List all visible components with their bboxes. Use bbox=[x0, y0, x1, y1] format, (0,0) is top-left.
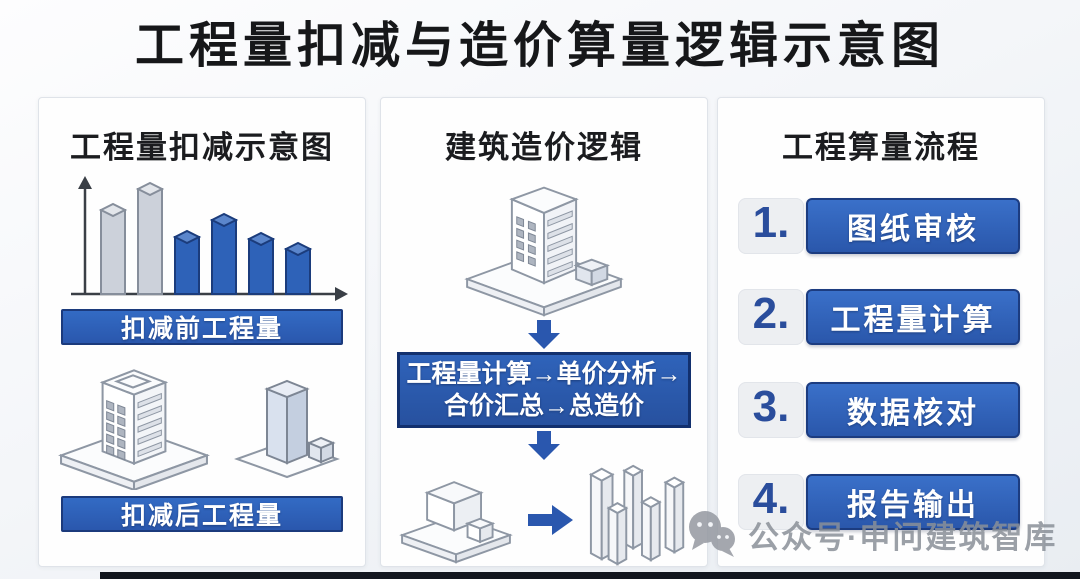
panel-calculation-process: 工程算量流程 1. 图纸审核 2. 工程量计算 3. 数据核对 4. 报告输出 bbox=[717, 97, 1045, 567]
panel-calculation-process-title: 工程算量流程 bbox=[782, 130, 980, 165]
y-axis-arrow-icon bbox=[78, 176, 92, 189]
before-deduction-banner: 扣减前工程量 bbox=[61, 309, 343, 345]
page-title: 工程量扣减与造价算量逻辑示意图 bbox=[134, 19, 945, 73]
tower-building-icon bbox=[233, 379, 340, 479]
step-button-3: 数据核对 bbox=[806, 382, 1020, 438]
arrow-right-icon bbox=[528, 504, 574, 541]
cost-flow-box: 工程量计算→单价分析→ 合价汇总→总造价 bbox=[397, 352, 691, 428]
chart-bars bbox=[98, 181, 313, 295]
step-number: 1. bbox=[752, 198, 790, 247]
step-number-chip: 3. bbox=[738, 382, 804, 438]
process-step-2: 2. 工程量计算 bbox=[718, 289, 1044, 345]
step-number-chip: 2. bbox=[738, 289, 804, 345]
watermark: 公众号·申问建筑智库 bbox=[684, 506, 1057, 562]
buildings-illustration-row bbox=[49, 354, 355, 490]
wechat-icon bbox=[689, 511, 735, 557]
transform-illustration-row bbox=[395, 462, 697, 566]
x-axis-arrow-icon bbox=[335, 287, 348, 301]
cost-building-illustration bbox=[381, 174, 707, 325]
watermark-text: 公众号·申问建筑智库 bbox=[748, 519, 1058, 555]
building-with-windows-icon bbox=[464, 186, 624, 317]
process-step-3: 3. 数据核对 bbox=[718, 382, 1044, 438]
step-number: 3. bbox=[752, 382, 790, 431]
pillar-cluster-icon bbox=[588, 464, 686, 566]
process-step-4: 4. 报告输出 bbox=[718, 474, 1044, 530]
building-with-windows-icon bbox=[57, 369, 210, 490]
step-button-4: 报告输出 bbox=[806, 474, 1020, 530]
bottom-dark-strip bbox=[100, 572, 1080, 579]
arrow-down-icon bbox=[526, 431, 562, 466]
step-number-chip: 4. bbox=[738, 474, 804, 530]
after-deduction-banner: 扣减后工程量 bbox=[61, 496, 343, 532]
step-button-2: 工程量计算 bbox=[806, 289, 1020, 345]
cost-flow-line1: 工程量计算→单价分析→ bbox=[406, 359, 682, 388]
arrow-down-icon bbox=[526, 320, 562, 355]
step-number-chip: 1. bbox=[738, 198, 804, 254]
step-button-1: 图纸审核 bbox=[806, 198, 1020, 254]
block-buildings-icon bbox=[399, 481, 513, 564]
panel-cost-logic: 建筑造价逻辑 bbox=[380, 97, 708, 567]
panel-cost-logic-title: 建筑造价逻辑 bbox=[445, 130, 643, 165]
panel-quantity-deduction-title: 工程量扣减示意图 bbox=[70, 130, 334, 165]
cost-flow-line2: 合价汇总→总造价 bbox=[443, 392, 644, 420]
step-number: 2. bbox=[752, 289, 790, 338]
bar-chart-svg bbox=[71, 176, 348, 301]
deduction-bar-chart bbox=[51, 174, 351, 308]
process-step-1: 1. 图纸审核 bbox=[718, 198, 1044, 254]
step-number: 4. bbox=[752, 474, 790, 523]
panel-quantity-deduction: 工程量扣减示意图 扣减前工程量 bbox=[38, 97, 366, 567]
